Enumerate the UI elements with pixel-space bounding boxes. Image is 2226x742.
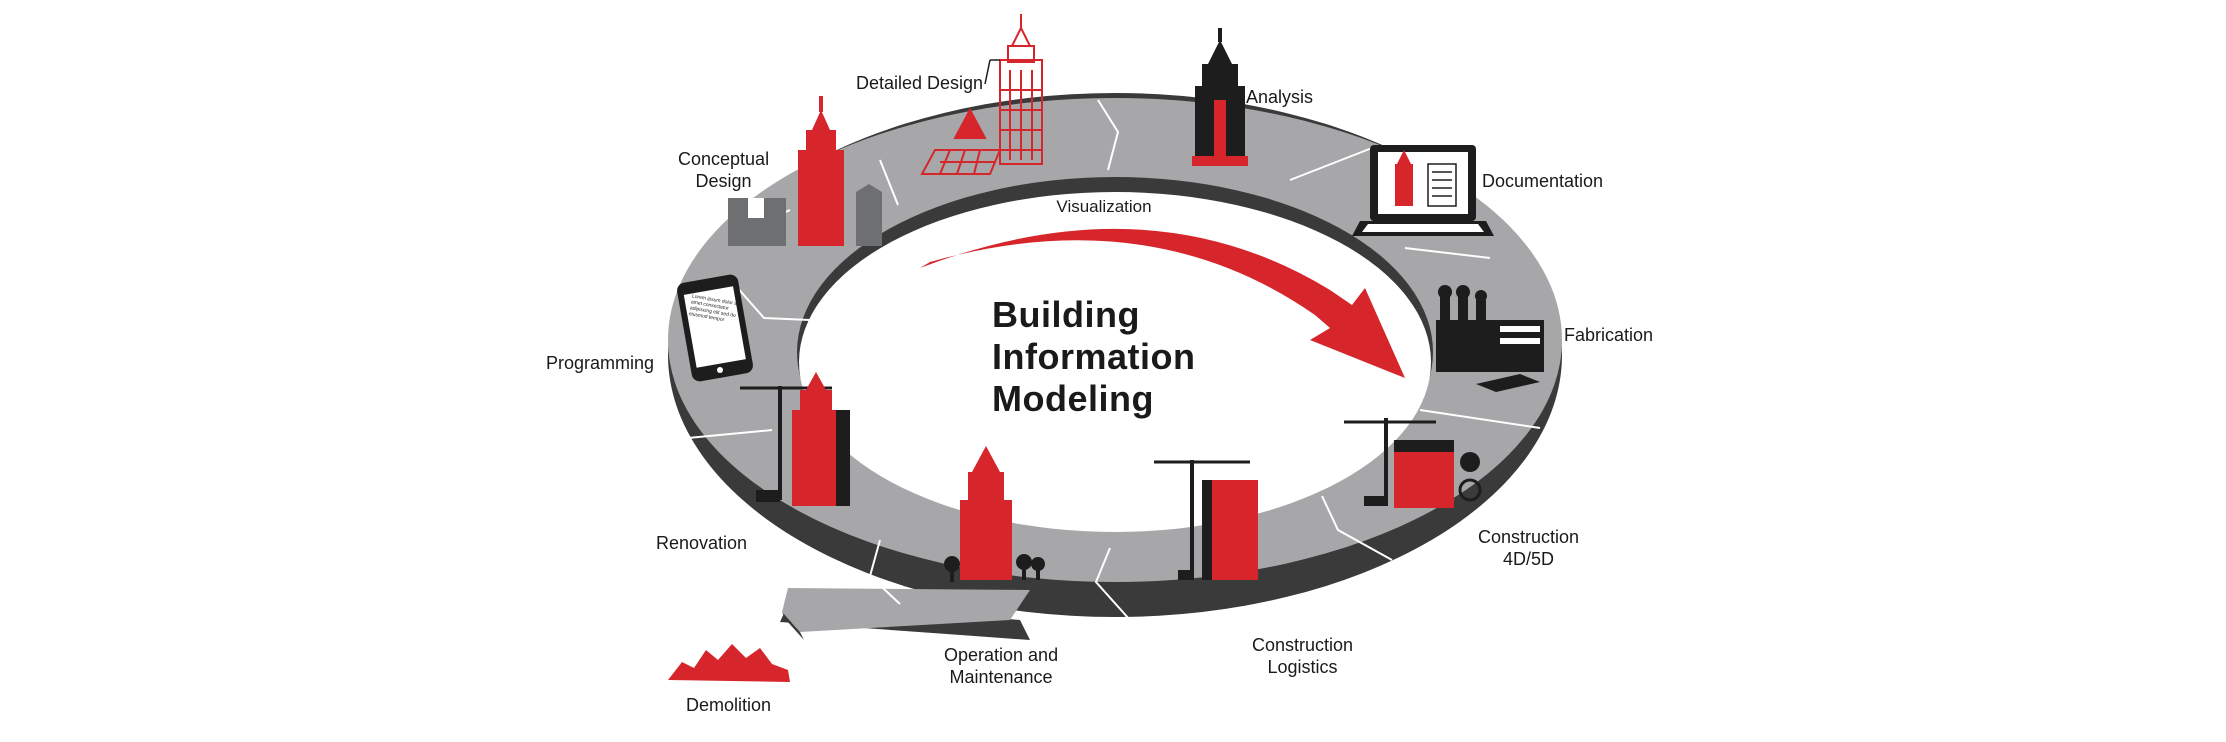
title-line-2: Information <box>992 336 1196 377</box>
stage-label-conceptual-design: Conceptual Design <box>678 148 769 192</box>
construction-4d5d-icon <box>1344 418 1482 508</box>
stage-label-fabrication: Fabrication <box>1564 325 1654 345</box>
cycle-arrow <box>920 228 1405 378</box>
stage-label-analysis: Analysis <box>1246 87 1314 107</box>
construction-logistics-icon <box>1154 460 1258 580</box>
fabrication-icon <box>1436 285 1544 392</box>
title-line-3: Modeling <box>992 378 1154 419</box>
stage-label-logistics-line1: Construction <box>1252 635 1354 655</box>
stage-label-conceptual-design-line1: Conceptual <box>678 149 770 169</box>
segment-dividers <box>687 99 1541 621</box>
stage-label-construction-4d5d: Construction 4D/5D <box>1478 526 1579 570</box>
stage-label-construction-logistics: Construction Logistics <box>1252 634 1353 678</box>
stage-label-operation-line2: Maintenance <box>949 667 1053 687</box>
documentation-icon <box>1352 145 1494 236</box>
conceptual-design-icon <box>728 96 882 246</box>
stage-label-construction-4d5d-line2: 4D/5D <box>1503 549 1555 569</box>
stage-label-construction-4d5d-line1: Construction <box>1478 527 1580 547</box>
visualization-label: Visualization <box>1056 197 1151 216</box>
stage-label-programming: Programming <box>546 353 655 373</box>
diagram-title: Building Information Modeling <box>992 294 1195 420</box>
stage-label-demolition: Demolition <box>686 695 772 715</box>
renovation-icon <box>740 372 850 506</box>
stage-label-documentation: Documentation <box>1482 171 1604 191</box>
title-line-1: Building <box>992 294 1140 335</box>
operation-maintenance-icon <box>944 446 1045 582</box>
stage-label-renovation: Renovation <box>656 533 748 553</box>
stage-label-conceptual-design-line2: Design <box>695 171 752 191</box>
programming-phone-icon <box>677 274 753 382</box>
detailed-design-icon <box>920 14 1043 175</box>
stage-label-operation-maintenance: Operation and Maintenance <box>944 644 1058 688</box>
analysis-icon <box>1192 28 1248 166</box>
stage-label-logistics-line2: Logistics <box>1267 657 1338 677</box>
demolition-icon <box>668 644 790 682</box>
stage-label-operation-line1: Operation and <box>944 645 1059 665</box>
stage-label-detailed-design: Detailed Design <box>856 73 984 93</box>
